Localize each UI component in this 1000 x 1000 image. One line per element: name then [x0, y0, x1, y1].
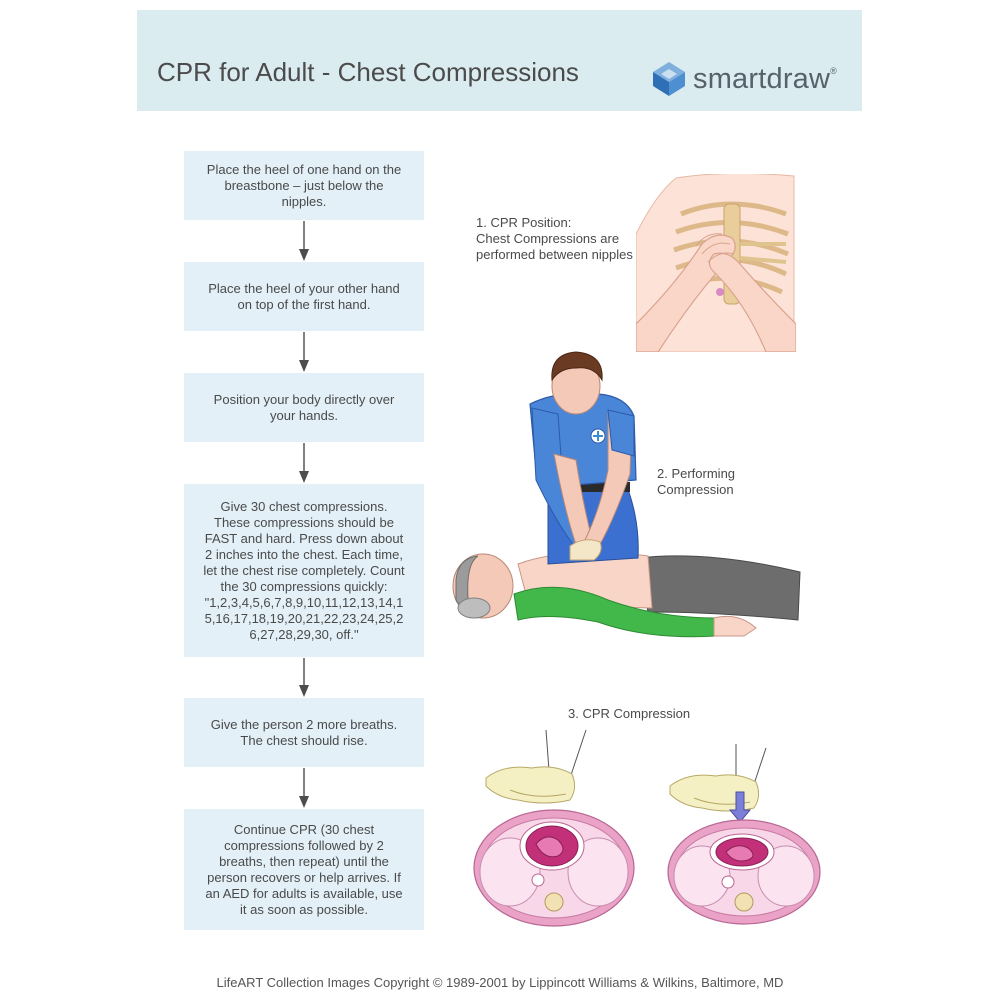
step-text-line: These compressions should be [203, 515, 404, 531]
step-text-line: The chest should rise. [211, 733, 397, 749]
step-text-line: it as soon as possible. [205, 902, 402, 918]
caption-line: 1. CPR Position: [476, 215, 633, 231]
smartdraw-logo: smartdraw® [653, 62, 837, 96]
step-text-line: compressions followed by 2 [205, 838, 402, 854]
step-text-line: FAST and hard. Press down about [203, 531, 404, 547]
step-2-box: Place the heel of your other hand on top… [184, 262, 424, 331]
copyright-footer: LifeART Collection Images Copyright © 19… [0, 975, 1000, 990]
step-text-line: an AED for adults is available, use [205, 886, 402, 902]
step-text-line: Give 30 chest compressions. [203, 499, 404, 515]
step-text-line: "1,2,3,4,5,6,7,8,9,10,11,12,13,14,1 [203, 595, 404, 611]
step-text-line: Give the person 2 more breaths. [211, 717, 397, 733]
caption-line: Chest Compressions are [476, 231, 633, 247]
step-1-box: Place the heel of one hand on the breast… [184, 151, 424, 220]
caption-line: performed between nipples [476, 247, 633, 263]
cpr-hand-position-illustration [636, 174, 796, 352]
flow-arrow-5 [298, 768, 310, 809]
rescuer-performing-compressions-illustration [448, 350, 803, 642]
step-text-line: the 30 compressions quickly: [203, 579, 404, 595]
caption-cpr-position: 1. CPR Position: Chest Compressions are … [476, 215, 633, 263]
step-text-line: on top of the first hand. [208, 297, 400, 313]
step-text-line: 5,16,17,18,19,20,21,22,23,24,25,2 [203, 611, 404, 627]
caption-cpr-compression: 3. CPR Compression [568, 706, 690, 722]
page-title: CPR for Adult - Chest Compressions [157, 57, 579, 88]
registered-mark: ® [830, 66, 837, 76]
step-text-line: 6,27,28,29,30, off." [203, 627, 404, 643]
step-text-line: breaths, then repeat) until the [205, 854, 402, 870]
step-4-box: Give 30 chest compressions. These compre… [184, 484, 424, 657]
smartdraw-logo-icon [653, 62, 685, 96]
logo-text: smartdraw [693, 63, 830, 95]
step-3-box: Position your body directly over your ha… [184, 373, 424, 442]
step-text-line: Place the heel of one hand on the [207, 162, 401, 178]
header-banner: CPR for Adult - Chest Compressions smart… [137, 10, 862, 111]
step-text-line: your hands. [214, 408, 395, 424]
chest-cross-section-illustration [474, 728, 824, 928]
flow-arrow-2 [298, 332, 310, 373]
step-text-line: breastbone – just below the [207, 178, 401, 194]
step-text-line: nipples. [207, 194, 401, 210]
flow-arrow-1 [298, 221, 310, 262]
flow-arrow-3 [298, 443, 310, 484]
step-5-box: Give the person 2 more breaths. The ches… [184, 698, 424, 767]
step-text-line: let the chest rise completely. Count [203, 563, 404, 579]
step-text-line: Position your body directly over [214, 392, 395, 408]
step-text-line: Continue CPR (30 chest [205, 822, 402, 838]
step-text-line: Place the heel of your other hand [208, 281, 400, 297]
flow-arrow-4 [298, 658, 310, 698]
step-text-line: person recovers or help arrives. If [205, 870, 402, 886]
caption-line: 3. CPR Compression [568, 706, 690, 722]
step-text-line: 2 inches into the chest. Each time, [203, 547, 404, 563]
step-6-box: Continue CPR (30 chest compressions foll… [184, 809, 424, 930]
